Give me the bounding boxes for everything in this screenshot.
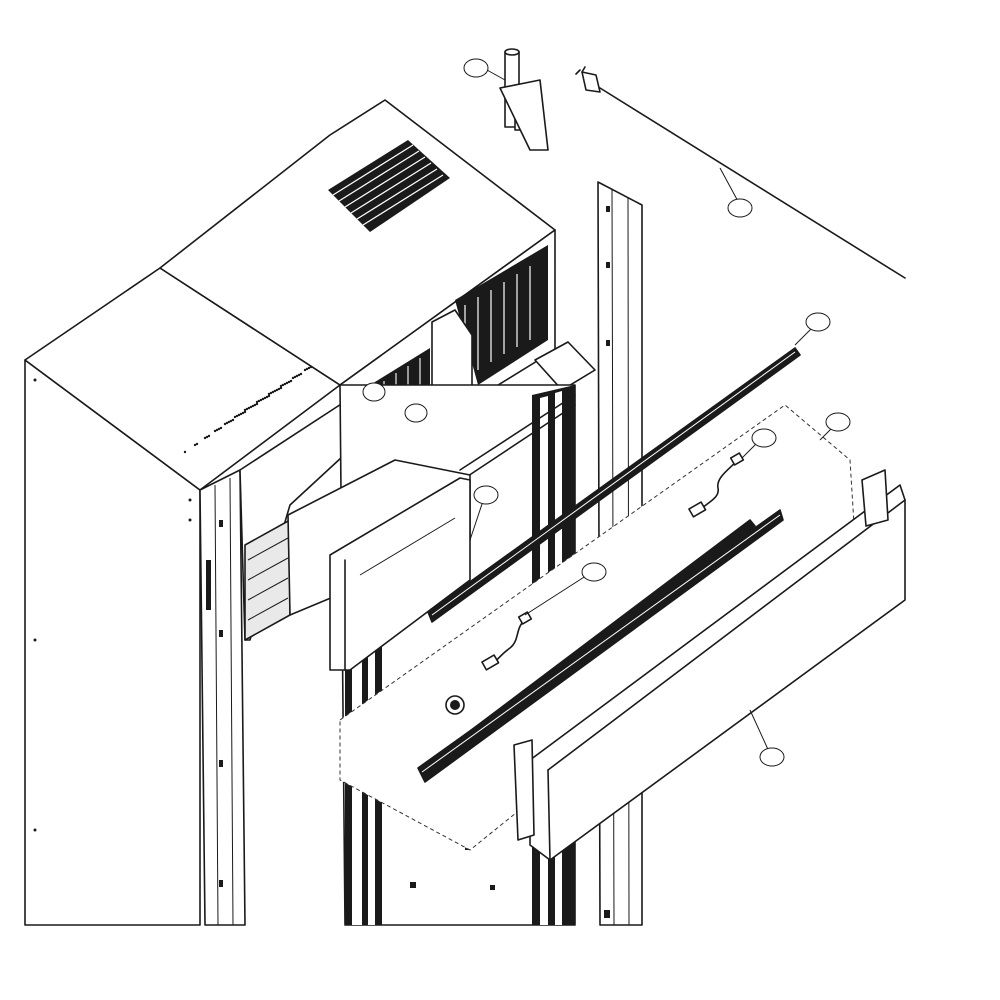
perforation-dot: [289, 379, 293, 383]
perforation-dot: [195, 442, 199, 446]
perforation-dot: [265, 395, 269, 399]
perforation-dot: [239, 412, 243, 416]
perforation-dot: [233, 415, 237, 419]
kick-plate: [513, 469, 906, 861]
perforation-dot: [203, 436, 207, 440]
power-cord-part: [575, 66, 906, 279]
perforation-dot: [295, 374, 299, 378]
perforation-dot: [247, 406, 251, 410]
wire-harness-upper: [688, 452, 745, 518]
perforation-dot: [255, 400, 259, 404]
perforation-dot: [279, 386, 283, 390]
perforation-dot: [193, 443, 197, 447]
perforation-dot: [281, 383, 285, 387]
perforation-dot: [249, 405, 253, 409]
perforation-dot: [237, 413, 241, 417]
perforation-dot: [255, 402, 259, 406]
front-cover-panel: [287, 459, 471, 671]
perforation-dot: [273, 389, 277, 393]
perforation-dot: [251, 404, 255, 408]
callout-power-cord: [727, 198, 753, 218]
perforation-dot: [253, 403, 257, 407]
perforation-dot: [287, 380, 291, 384]
perforation-dot: [217, 427, 221, 431]
perforation-dot: [297, 373, 301, 377]
top-vent-grille: [328, 140, 450, 232]
ventilation-perforations: [183, 344, 343, 454]
perforation-dot: [261, 397, 265, 401]
perforation-dot: [275, 388, 279, 392]
perforation-dot: [307, 366, 311, 370]
perforation-dot: [213, 429, 217, 433]
perforation-dot: [285, 381, 289, 385]
perforation-dot: [279, 384, 283, 388]
perforation-dot: [205, 435, 209, 439]
perforation-dot: [271, 390, 275, 394]
perforation-dot: [235, 414, 239, 418]
perforation-dot: [269, 391, 273, 395]
perforation-dot: [259, 398, 263, 402]
callout-access-panel: [825, 412, 851, 432]
perforation-dot: [215, 428, 219, 432]
top-bracket-part: [499, 48, 549, 151]
perforation-dot: [229, 419, 233, 423]
lower-trim-rails: [417, 509, 784, 783]
perforation-dot: [231, 418, 235, 422]
perforation-dot: [225, 421, 229, 425]
perforation-dot: [305, 367, 309, 371]
perforation-dot: [257, 399, 261, 403]
perforation-dot: [299, 372, 303, 376]
callout-wire-harness-lower: [581, 562, 607, 582]
perforation-dot: [277, 387, 281, 391]
callout-kick-plate: [759, 747, 785, 767]
perforation-dot: [183, 450, 187, 454]
perforation-dot: [223, 422, 227, 426]
callout-grille-left: [362, 382, 386, 402]
perforation-dot: [303, 368, 307, 372]
perforation-dot: [283, 382, 287, 386]
callout-top-bracket: [463, 58, 489, 78]
perforation-dot: [241, 411, 245, 415]
callout-top-trim-rail: [805, 312, 831, 332]
perforation-dot: [267, 394, 271, 398]
side-panel-holes: [33, 378, 192, 832]
perforation-dot: [291, 376, 295, 380]
wire-harness-lower: [445, 611, 533, 715]
perforation-dot: [263, 396, 267, 400]
perforation-dot: [243, 410, 247, 414]
perforation-dot: [219, 426, 223, 430]
callout-front-cover: [473, 485, 499, 505]
perforation-dot: [207, 434, 211, 438]
callout-grille-right: [404, 403, 428, 423]
perforation-dot: [243, 408, 247, 412]
top-trim-rail: [427, 347, 801, 623]
perforation-dot: [293, 375, 297, 379]
callout-wire-harness-upper: [751, 428, 777, 448]
perforation-dot: [267, 392, 271, 396]
perforation-dot: [245, 407, 249, 411]
perforation-dot: [227, 420, 231, 424]
